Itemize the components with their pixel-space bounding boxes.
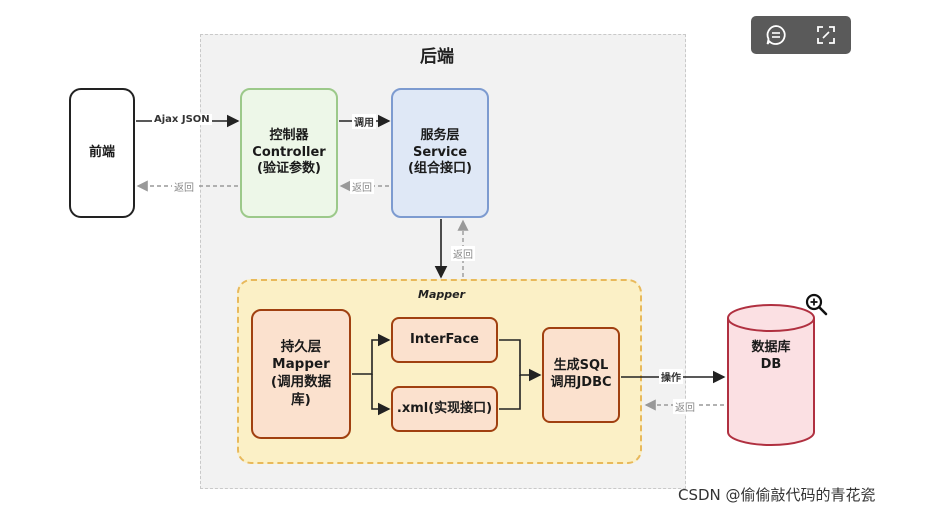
edge-label-return-frontend: 返回 xyxy=(172,179,196,194)
gensql-label-1: 生成SQL xyxy=(553,358,609,374)
zoom-in-icon[interactable] xyxy=(804,292,828,316)
persist-label-cn: 持久层 xyxy=(280,338,322,355)
service-label-en: Service xyxy=(412,144,468,160)
xml-node: .xml(实现接口) xyxy=(391,386,498,432)
backend-title: 后端 xyxy=(420,47,454,67)
mapper-group-title: Mapper xyxy=(418,288,466,301)
persist-label-note1: (调用数据 xyxy=(270,374,332,390)
database-label-cn: 数据库 xyxy=(751,340,791,355)
xml-label: .xml(实现接口) xyxy=(396,400,493,416)
interface-node: InterFace xyxy=(391,317,498,363)
controller-node: 控制器 Controller (验证参数) xyxy=(240,88,338,218)
edge-label-ajax: Ajax JSON xyxy=(152,114,212,125)
edge-label-operate: 操作 xyxy=(659,369,683,384)
service-label-cn: 服务层 xyxy=(420,127,460,143)
service-label-note: (组合接口) xyxy=(408,161,472,177)
database-label: 数据库 DB xyxy=(728,340,814,374)
database-cylinder xyxy=(727,304,815,446)
frontend-label: 前端 xyxy=(88,144,115,160)
controller-label-en: Controller xyxy=(252,144,326,160)
watermark: CSDN @偷偷敲代码的青花瓷 xyxy=(678,486,876,504)
fullscreen-icon[interactable] xyxy=(811,20,841,50)
database-label-en: DB xyxy=(760,356,782,372)
gensql-label-2: 调用JDBC xyxy=(550,375,612,390)
persist-label-en: Mapper xyxy=(272,356,330,373)
persistence-node: 持久层 Mapper (调用数据 库) xyxy=(251,309,351,439)
service-node: 服务层 Service (组合接口) xyxy=(391,88,489,218)
controller-label-note: (验证参数) xyxy=(257,161,321,177)
gensql-node: 生成SQL 调用JDBC xyxy=(542,327,620,423)
comment-icon[interactable] xyxy=(761,20,791,50)
edge-label-call: 调用 xyxy=(352,114,376,129)
edge-label-return-gensql: 返回 xyxy=(673,399,697,414)
edge-label-return-controller: 返回 xyxy=(350,179,374,194)
controller-label-cn: 控制器 xyxy=(269,127,309,143)
edge-merge xyxy=(499,339,542,382)
edge-label-return-service: 返回 xyxy=(451,246,475,261)
image-toolbar xyxy=(751,16,851,54)
interface-label: InterFace xyxy=(410,331,479,347)
frontend-node: 前端 xyxy=(69,88,135,218)
edge-persist-split xyxy=(352,333,391,375)
persist-label-note2: 库) xyxy=(291,391,311,408)
